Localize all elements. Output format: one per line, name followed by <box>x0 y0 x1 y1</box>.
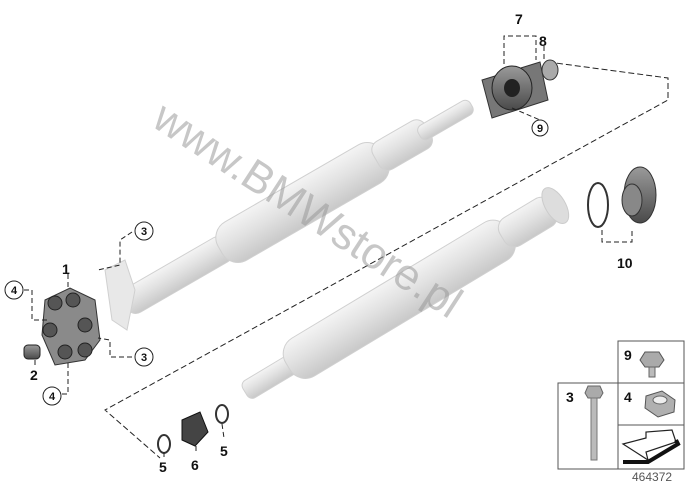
label-7: 7 <box>515 11 523 27</box>
label-3-lower: 3 <box>141 352 147 364</box>
label-10: 10 <box>617 255 633 271</box>
label-5-right: 5 <box>220 443 228 459</box>
leader-lines <box>24 35 633 458</box>
centering-sleeve <box>23 344 41 360</box>
label-4-left: 4 <box>11 285 18 297</box>
label-3-upper: 3 <box>141 226 147 238</box>
callout-circle-4-bottom <box>42 386 62 406</box>
label-8: 8 <box>539 33 547 49</box>
hardware-inset: 9 3 4 464372 <box>557 340 685 484</box>
flex-disc <box>41 287 101 366</box>
callout-circle-4-left <box>4 280 24 300</box>
callout-circle-9 <box>531 119 549 137</box>
inset-label-9: 9 <box>624 347 632 363</box>
inset-label-3: 3 <box>566 389 574 405</box>
label-1: 1 <box>62 261 70 277</box>
callout-circle-3-lower <box>134 347 154 367</box>
nut-4-icon <box>644 390 676 418</box>
label-4-bottom: 4 <box>49 391 56 403</box>
boot-and-rings <box>157 404 229 454</box>
callout-circle-3-upper <box>134 221 154 241</box>
label-5-left: 5 <box>159 459 167 475</box>
flange-assembly <box>587 166 657 228</box>
bolt-9-icon <box>639 351 665 378</box>
diagram-number: 464372 <box>632 470 672 484</box>
bolt-3-icon <box>584 385 604 461</box>
label-2: 2 <box>30 367 38 383</box>
assembly-dash-line <box>104 61 669 459</box>
label-9: 9 <box>537 123 543 135</box>
inset-label-4: 4 <box>624 389 632 405</box>
lower-propeller-shaft <box>241 187 570 399</box>
direction-arrow-icon <box>621 429 681 464</box>
label-6: 6 <box>191 457 199 473</box>
center-bearing <box>481 59 559 119</box>
upper-propeller-shaft <box>104 99 474 331</box>
